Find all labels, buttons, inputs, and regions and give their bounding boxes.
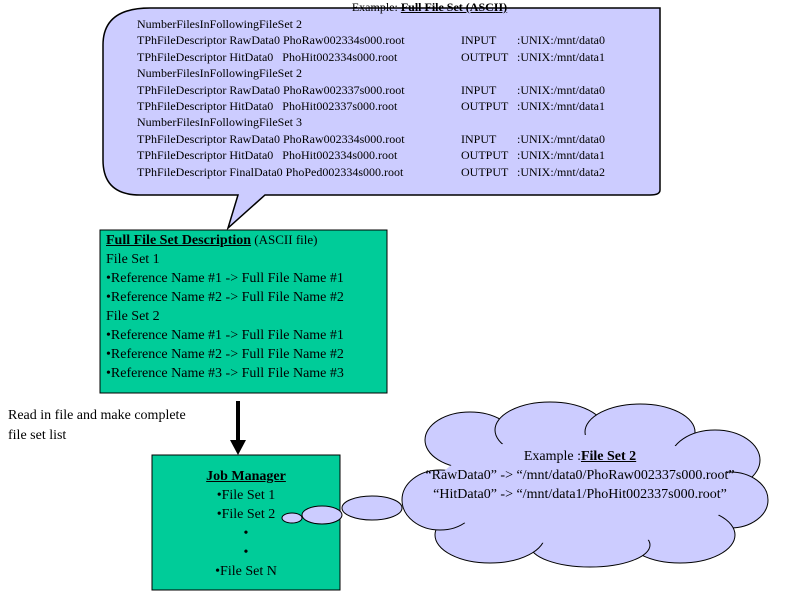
cloud-line: “HitData0” -> “/mnt/data1/PhoHit002337s0… [433, 487, 727, 502]
job-manager-box-bg [151, 454, 341, 591]
job-manager-file-set: •File Set N [215, 564, 277, 579]
io-type: OUTPUT [461, 49, 509, 64]
io-type: OUTPUT [461, 99, 509, 114]
location: :UNIX:/mnt/data1 [517, 99, 605, 114]
location: :UNIX:/mnt/data0 [517, 33, 605, 48]
job-manager-file-set: •File Set 1 [216, 488, 276, 503]
ascii-line: TPhFileDescriptor HitData0 PhoHit002334s… [137, 147, 605, 163]
speech-bubble [102, 7, 661, 231]
arrow-label-line: Read in file and make complete [8, 408, 186, 423]
description-line: •Reference Name #1 -> Full File Name #1 [106, 328, 344, 343]
location: :UNIX:/mnt/data1 [517, 49, 605, 64]
description-line: •Reference Name #2 -> Full File Name #2 [106, 347, 344, 362]
io-type: INPUT [461, 131, 497, 146]
arrow-label-line: file set list [8, 428, 67, 443]
job-manager-box: Job Manager •File Set 1 •File Set 2 • • •Fil… [152, 455, 340, 590]
cloud-line: “RawData0” -> “/mnt/data0/PhoRaw002337s0… [425, 468, 735, 483]
full-file-set-description-box: Full File Set Description (ASCII file) F… [100, 230, 387, 393]
ascii-line: TPhFileDescriptor FinalData0 PhoPed00233… [137, 164, 605, 180]
description-line: •Reference Name #2 -> Full File Name #2 [106, 290, 344, 305]
location: :UNIX:/mnt/data0 [517, 82, 605, 97]
location: :UNIX:/mnt/data2 [517, 164, 605, 179]
descriptor: TPhFileDescriptor HitData0 PhoHit002337s… [137, 99, 398, 114]
io-type: OUTPUT [461, 148, 509, 163]
description-box-bg [99, 229, 388, 394]
ascii-bubble-title: Example: Full File Set (ASCII) [351, 0, 508, 14]
description-line: •Reference Name #1 -> Full File Name #1 [106, 271, 344, 286]
location: :UNIX:/mnt/data1 [517, 148, 605, 163]
description-line: File Set 2 [106, 309, 160, 324]
file-set-count: NumberFilesInFollowingFileSet 2 [137, 17, 302, 31]
location: :UNIX:/mnt/data0 [517, 131, 605, 146]
file-set-count: NumberFilesInFollowingFileSet 3 [137, 115, 302, 130]
job-manager-file-set: •File Set 2 [216, 507, 276, 522]
arrow-label: Read in file and make complete file set … [8, 406, 228, 446]
description-line: •Reference Name #3 -> Full File Name #3 [106, 366, 344, 381]
ascii-line: TPhFileDescriptor HitData0 PhoHit002334s… [137, 49, 605, 65]
ascii-line: NumberFilesInFollowingFileSet 2 [137, 16, 605, 32]
io-type: INPUT [461, 82, 497, 97]
ascii-line: TPhFileDescriptor RawData0 PhoRaw002337s… [137, 82, 605, 98]
description-line: File Set 1 [106, 252, 160, 267]
descriptor: TPhFileDescriptor HitData0 PhoHit002334s… [137, 148, 398, 163]
io-type: OUTPUT [461, 164, 509, 179]
descriptor: TPhFileDescriptor RawData0 PhoRaw002337s… [137, 82, 405, 97]
job-manager-title: Job Manager [206, 469, 286, 484]
descriptor: TPhFileDescriptor RawData0 PhoRaw002334s… [137, 131, 405, 146]
cloud-text: Example :File Set 2 “RawData0” -> “/mnt/… [400, 447, 760, 504]
descriptor: TPhFileDescriptor RawData0 PhoRaw002334s… [137, 33, 405, 48]
cloud-title: Example :File Set 2 [523, 449, 637, 464]
file-set-count: NumberFilesInFollowingFileSet 2 [137, 66, 302, 81]
io-type: INPUT [461, 33, 497, 48]
thought-cloud [281, 401, 769, 568]
arrow-head [230, 440, 246, 455]
job-manager-file-set: • [243, 526, 249, 541]
descriptor: TPhFileDescriptor FinalData0 PhoPed00233… [137, 164, 404, 179]
ascii-line: TPhFileDescriptor HitData0 PhoHit002337s… [137, 98, 605, 114]
ascii-line: NumberFilesInFollowingFileSet 3 [137, 114, 605, 130]
ascii-line: NumberFilesInFollowingFileSet 2 [137, 65, 605, 81]
job-manager-file-set: • [243, 545, 249, 560]
descriptor: TPhFileDescriptor HitData0 PhoHit002334s… [137, 49, 398, 64]
ascii-line: TPhFileDescriptor RawData0 PhoRaw002334s… [137, 131, 605, 147]
description-title: Full File Set Description (ASCII file) [106, 232, 318, 248]
ascii-line: TPhFileDescriptor RawData0 PhoRaw002334s… [137, 32, 605, 48]
